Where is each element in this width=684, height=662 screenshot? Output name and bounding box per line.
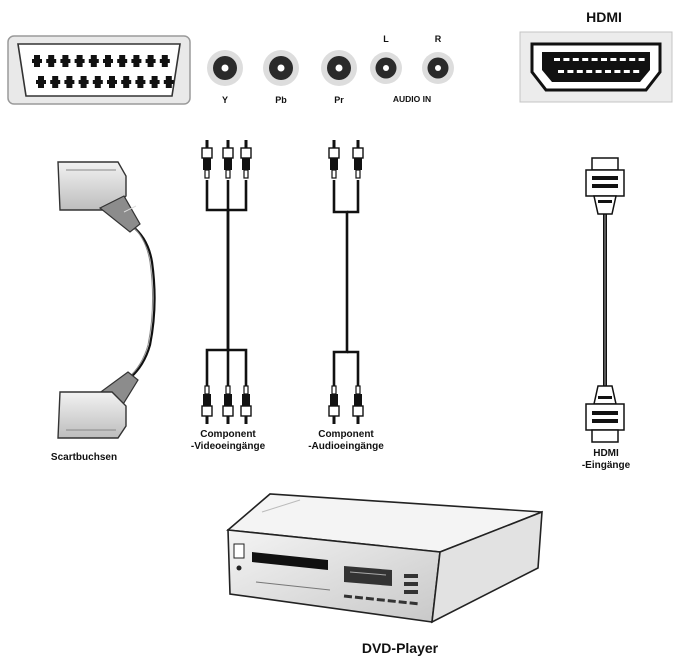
rca-plug	[240, 140, 252, 179]
scart-label: Scartbuchsen	[51, 452, 117, 463]
scart-pin-bar	[135, 80, 146, 84]
component-audio-cable	[332, 180, 360, 392]
rca-plug	[201, 140, 213, 179]
dvd-player	[226, 493, 543, 624]
jack-label-r: R	[435, 34, 442, 44]
hdmi-pin	[610, 58, 617, 61]
scart-pin-bar	[163, 80, 174, 84]
scart-pin-bar	[78, 80, 89, 84]
hdmi-pin	[623, 70, 630, 73]
video-plugs-bottom	[201, 385, 252, 424]
scart-pin-bar	[117, 59, 128, 63]
audio-plugs-top	[328, 140, 364, 179]
hdmi-pin	[633, 70, 640, 73]
scart-pin-bar	[74, 59, 85, 63]
scart-pin-bar	[36, 80, 46, 84]
scart-pin-bar	[64, 80, 75, 84]
hdmi-pin	[586, 70, 593, 73]
hdmi-pin	[601, 58, 607, 61]
scart-pins	[32, 55, 174, 88]
rca-plug	[352, 385, 364, 424]
hdmi-pin	[554, 58, 560, 61]
jack-audio-r	[422, 52, 454, 84]
jack-label-l: L	[383, 34, 389, 44]
hdmi-pin	[572, 58, 579, 61]
component-video-label-line1: Component	[200, 429, 256, 440]
component-audio-label-line1: Component	[318, 429, 374, 440]
hdmi-pin	[576, 70, 583, 73]
hdmi-pin	[605, 70, 611, 73]
hdmi-pin	[558, 70, 564, 73]
scart-pin-bar	[60, 59, 71, 63]
scart-pin-bar	[46, 59, 57, 63]
rca-plug	[201, 385, 213, 424]
jack-label-y: Y	[222, 95, 228, 105]
component-video-cable	[205, 180, 248, 392]
dvd-player-label: DVD-Player	[362, 640, 439, 656]
hdmi-title: HDMI	[586, 9, 622, 25]
video-plugs-top	[201, 140, 252, 179]
scart-pin-bar	[103, 59, 113, 63]
hdmi-pin	[629, 58, 636, 61]
rca-plug	[222, 140, 234, 179]
audio-in-label: AUDIO IN	[393, 94, 431, 104]
hdmi-pin	[567, 70, 574, 73]
rca-plug	[328, 385, 340, 424]
scart-pin-bar	[145, 59, 156, 63]
hdmi-pin	[619, 58, 626, 61]
jack-label-pb: Pb	[275, 95, 287, 105]
hdmi-plug-top	[585, 157, 625, 215]
hdmi-plug-bottom	[585, 385, 625, 443]
component-video-label-line2: -Videoeingänge	[191, 441, 266, 452]
rca-plug	[352, 140, 364, 179]
scart-pin-bar	[88, 59, 99, 63]
hdmi-pin	[582, 58, 589, 61]
hdmi-pin	[563, 58, 570, 61]
scart-pin-bar	[149, 80, 160, 84]
scart-socket	[7, 35, 191, 105]
scart-pin-bar	[131, 59, 142, 63]
hdmi-label-line1: HDMI	[593, 448, 619, 459]
scart-pin-bar	[121, 80, 132, 84]
scart-pin-bar	[159, 59, 170, 63]
hdmi-pin	[638, 58, 645, 61]
scart-plug-bottom	[57, 371, 139, 439]
rca-plug	[222, 385, 234, 424]
component-audio-label-line2: -Audioeingänge	[308, 441, 384, 452]
jack-audio-l	[370, 52, 402, 84]
jack-pr	[321, 50, 357, 86]
hdmi-socket	[519, 31, 673, 103]
hdmi-pin	[614, 70, 621, 73]
hdmi-pin	[595, 70, 602, 73]
scart-pin-bar	[107, 80, 117, 84]
scart-plug-top	[57, 161, 141, 233]
hdmi-pins	[554, 58, 645, 73]
rca-plug	[328, 140, 340, 179]
scart-cable	[127, 225, 156, 379]
jack-pb	[263, 50, 299, 86]
scart-pin-bar	[32, 59, 42, 63]
audio-plugs-bottom	[328, 385, 364, 424]
hdmi-pin	[591, 58, 598, 61]
hdmi-label-line2: -Eingänge	[582, 460, 631, 471]
jack-label-pr: Pr	[334, 95, 344, 105]
rca-plug	[240, 385, 252, 424]
jack-y	[207, 50, 243, 86]
scart-pin-bar	[92, 80, 103, 84]
scart-pin-bar	[50, 80, 61, 84]
